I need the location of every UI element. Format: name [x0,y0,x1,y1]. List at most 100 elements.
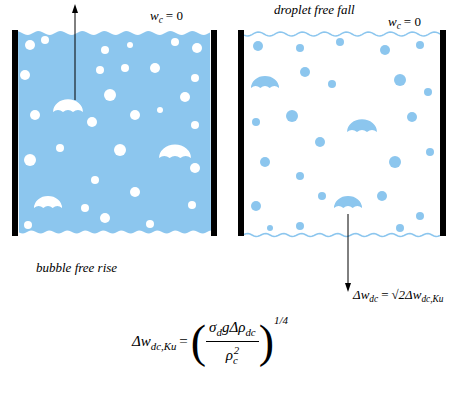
equation-value: = 0 [166,8,183,23]
droplet [377,191,387,201]
bubble [41,36,49,44]
velocity-equation: Δwdc=√2Δwdc,Ku [353,287,443,305]
equals-sign: = [179,333,187,349]
droplet [318,192,326,200]
bubble [56,144,64,152]
parenthesis: ( [191,316,206,367]
formula: Δwdc,Ku=(σdgΔρdcρc2)1/4 [132,318,288,367]
liquid-column [18,31,211,234]
droplet [253,41,263,51]
subscript: dc [245,326,255,338]
bubble [101,46,109,54]
velocity-label: wc= 0 [150,8,186,26]
velocity-symbol: w [150,8,159,23]
droplet [426,148,434,156]
spherical-cap [251,76,279,88]
bubble [20,70,30,80]
caption-label: droplet free fall [274,2,355,17]
symbol: Δw [132,333,151,349]
droplet [296,222,304,230]
symbol: √2Δw [391,287,421,302]
symbol: gΔρ [222,319,246,335]
surface-line [244,234,440,237]
droplet [380,45,390,55]
arrow-head [72,4,78,13]
equation-value: = 0 [404,14,421,29]
bubble [100,213,110,223]
bubble [146,220,154,228]
surface-line [244,32,440,36]
subscript: dc,Ku [151,340,177,352]
bubble [127,42,133,48]
bubble [191,74,199,82]
droplet [407,112,417,122]
bubble [81,204,89,212]
droplet [416,212,424,220]
subscript: dc [369,294,378,304]
subscript: d [217,326,222,338]
droplet [252,118,260,126]
droplet [396,224,404,232]
droplet [416,41,424,49]
droplet [424,88,432,96]
equals-sign: = [381,287,388,302]
spherical-cap [347,119,377,132]
bubble [190,163,200,173]
droplet [315,137,325,147]
fraction: σdgΔρdcρc2 [206,318,259,367]
bubble [91,176,99,184]
bubble [171,38,179,46]
bubble [87,117,97,127]
droplet [336,38,344,46]
spherical-cap [334,196,362,208]
subscript: c [159,15,163,25]
exponent: 1/4 [274,314,288,326]
bubble [104,89,116,101]
bubble [24,154,36,166]
numerator: σdgΔρdc [206,318,259,341]
droplet [328,80,336,88]
droplet [296,44,304,52]
subscript: c [233,354,238,366]
wall [12,30,18,236]
spherical-cap [159,144,191,158]
symbol: σ [209,319,216,335]
superscript: 2 [234,344,239,356]
bubble [24,221,32,229]
droplet [251,201,261,211]
parenthesis: ) [259,316,274,367]
spherical-cap [34,196,62,208]
bubble [96,66,104,74]
bubble [130,187,140,197]
droplet [300,67,310,77]
caption-label: bubble free rise [36,260,117,275]
bubble [30,110,40,120]
droplet [286,110,298,122]
wall [238,30,244,236]
rise-arrow [75,12,76,100]
bubble [150,63,160,73]
droplet [394,74,406,86]
subscript: dc,Ku [421,294,443,304]
droplet [389,156,401,168]
symbol: Δw [353,287,369,302]
spherical-cap [53,99,83,112]
bubble [192,43,202,53]
droplet [260,157,270,167]
velocity-symbol: w [388,14,397,29]
bubble [25,40,35,50]
denominator: ρc2 [206,341,259,367]
symbol: ρ [226,347,233,363]
bubble [188,201,196,209]
bubble [114,144,126,156]
subscript: c [397,21,401,31]
caption: droplet free fall [274,2,355,18]
arrow-head [345,283,351,292]
droplet [296,172,304,180]
bubble [191,121,199,129]
bubble [130,110,140,120]
droplet [267,225,273,231]
fall-arrow [348,214,349,284]
